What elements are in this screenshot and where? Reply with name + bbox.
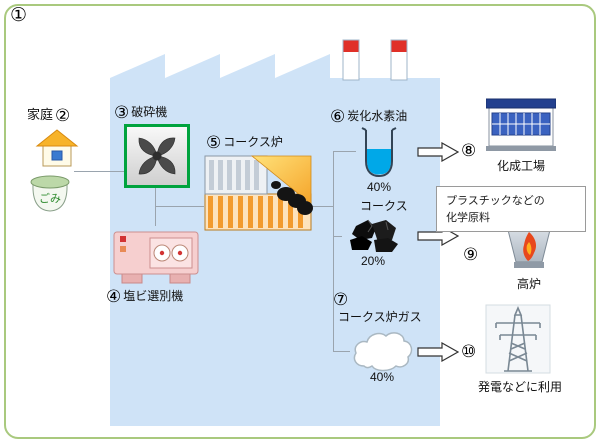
chem-plant-number-badge: ⑧ [461,141,477,160]
crusher-machine-icon [124,124,190,188]
line-crusher-to-sorter [155,188,156,226]
gas-number-badge: ⑦ [333,290,349,309]
gas-cloud-icon [353,332,413,372]
shredder-blade-icon [138,137,176,175]
oil-label: 炭化水素油 [347,108,408,123]
household-number-badge: ② [55,106,71,125]
plastics-note-box: プラスチックなどの 化学原料 [436,186,586,232]
line-oven-to-trunk [312,206,333,207]
trash-bin-icon: ごみ [30,175,70,212]
coke-percentage: 20% [360,254,386,268]
line-household-to-crusher [74,171,124,172]
factory-silhouette-icon [110,39,440,426]
oil-label-row: ⑥ 炭化水素油 [330,108,407,125]
power-number-badge: ⑩ [461,342,477,361]
oven-label-row: ⑤ コークス炉 [206,134,283,151]
furnace-label: 高炉 [516,277,541,291]
line-trunk-to-gas [334,351,350,352]
sorter-number-badge: ④ [106,287,122,306]
crusher-label-row: ③ 破砕機 [114,104,167,121]
pvc-sorter-machine-icon [113,231,199,284]
sorter-label: 塩ビ選別機 [123,288,184,303]
chemical-plant-icon [486,98,556,151]
gas-percentage: 40% [369,370,395,384]
diagram-number-badge: ① [10,5,28,26]
power-label: 発電などに利用 [477,380,562,394]
oil-number-badge: ⑥ [330,107,346,126]
household-label-row: 家庭 ② [27,107,70,124]
crusher-label: 破砕機 [131,104,168,119]
coke-lumps-icon [350,219,398,252]
coke-label: コークス [360,199,408,213]
oven-label: コークス炉 [223,134,283,149]
crusher-number-badge: ③ [114,103,130,122]
gas-label: コークス炉ガス [338,310,422,324]
house-icon [35,129,79,167]
trash-bin-label: ごみ [39,191,61,205]
arrow-gas-to-power-icon [417,342,459,362]
beaker-icon [361,127,397,178]
line-trunk-to-oil [334,151,356,152]
arrow-oil-to-plant-icon [417,142,459,162]
furnace-number-badge: ⑨ [463,245,479,264]
sorter-label-row: ④ 塩ビ選別機 [106,288,183,305]
line-sorter-to-oven [156,206,204,207]
chem-plant-label: 化成工場 [496,159,545,173]
line-trunk-to-coke [334,236,342,237]
household-label: 家庭 [27,107,54,123]
line-products-trunk [333,151,334,352]
power-pylon-icon [485,304,551,374]
oven-number-badge: ⑤ [206,133,222,152]
oil-percentage: 40% [366,180,392,194]
coke-oven-icon [204,155,313,231]
